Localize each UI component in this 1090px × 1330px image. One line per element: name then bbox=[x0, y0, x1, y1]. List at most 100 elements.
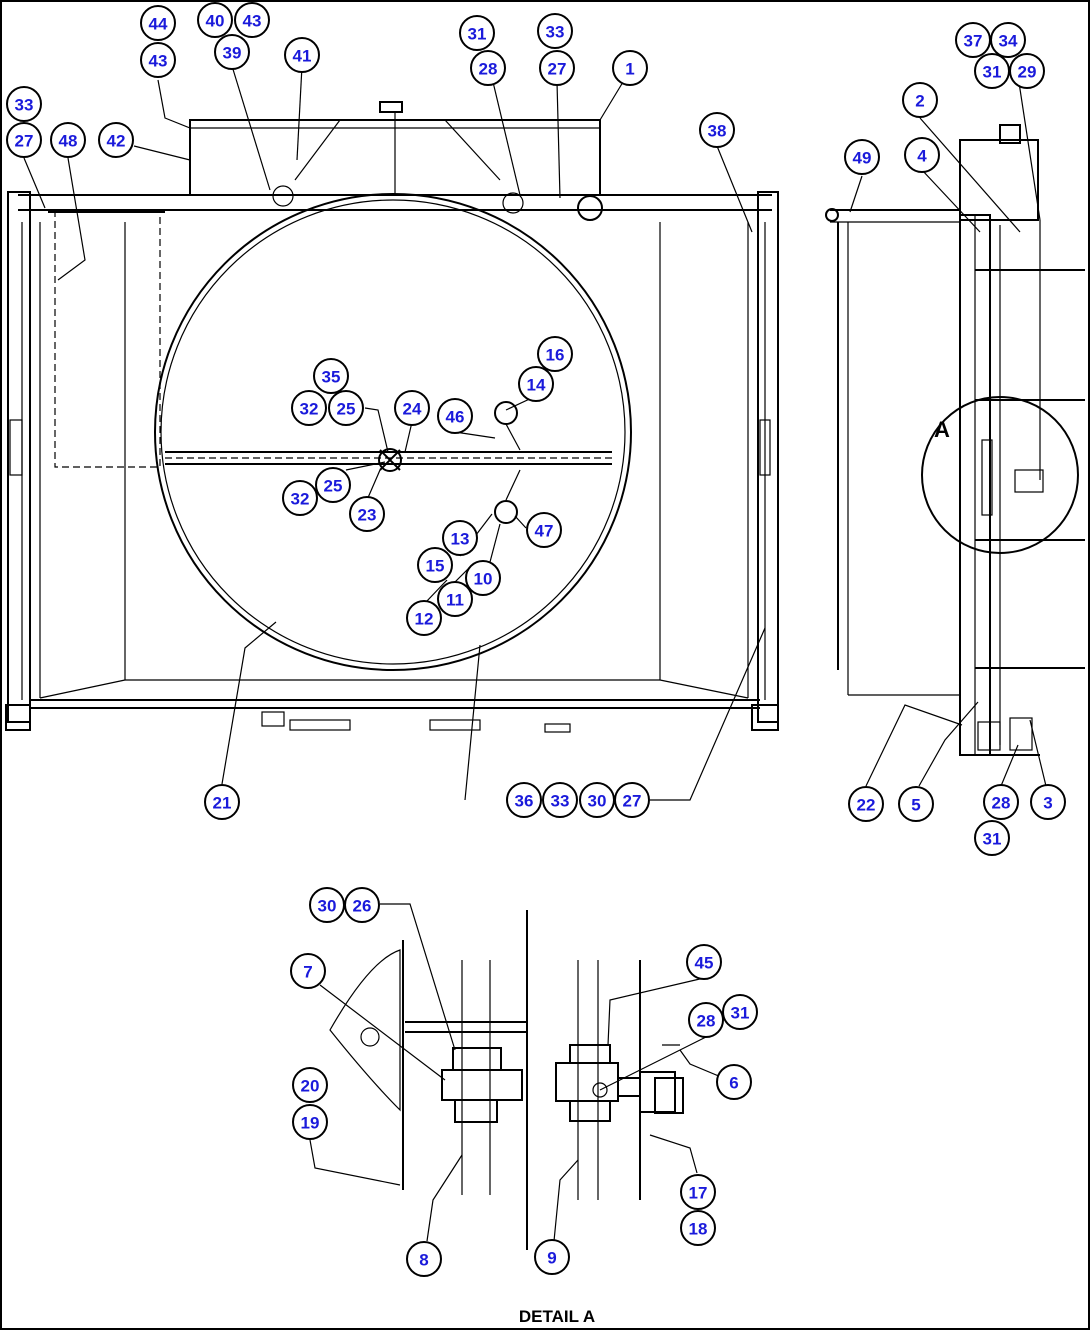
callout-circle bbox=[722, 994, 758, 1030]
callout-number: 43 bbox=[149, 52, 168, 71]
callout-bubble: 7 bbox=[290, 953, 326, 989]
callout-bubble: 11 bbox=[437, 581, 473, 617]
callout-circle bbox=[437, 581, 473, 617]
callout-circle bbox=[898, 786, 934, 822]
callout-circle bbox=[526, 512, 562, 548]
callout-number: 31 bbox=[468, 25, 487, 44]
callout-number: 43 bbox=[243, 12, 262, 31]
callout-circle bbox=[292, 1067, 328, 1103]
callout-bubble: 37 bbox=[955, 22, 991, 58]
callout-bubble: 27 bbox=[614, 782, 650, 818]
callout-circle bbox=[699, 112, 735, 148]
callout-bubble: 13 bbox=[442, 520, 478, 556]
front-view bbox=[5, 101, 779, 733]
detail-a-view bbox=[329, 910, 684, 1250]
callout-bubble: 19 bbox=[292, 1104, 328, 1140]
callout-bubble: 3 bbox=[1030, 784, 1066, 820]
view-letter-a: A bbox=[934, 417, 950, 442]
callout-bubble: 28 bbox=[470, 50, 506, 86]
callout-circle bbox=[465, 560, 501, 596]
callout-number: 23 bbox=[358, 506, 377, 525]
callout-number: 44 bbox=[149, 15, 168, 34]
callout-bubble: 45 bbox=[686, 944, 722, 980]
callout-bubble: 2 bbox=[902, 82, 938, 118]
callout-circle bbox=[539, 50, 575, 86]
callout-bubble: 20 bbox=[292, 1067, 328, 1103]
callout-number: 5 bbox=[911, 796, 920, 815]
callout-number: 39 bbox=[223, 44, 242, 63]
callout-bubble: 31 bbox=[722, 994, 758, 1030]
callout-circle bbox=[614, 782, 650, 818]
callout-circle bbox=[313, 358, 349, 394]
callout-number: 26 bbox=[353, 897, 372, 916]
callout-circle bbox=[534, 1239, 570, 1275]
callout-circle bbox=[6, 122, 42, 158]
callout-number: 33 bbox=[15, 96, 34, 115]
callout-number: 36 bbox=[515, 792, 534, 811]
callout-number: 7 bbox=[303, 963, 312, 982]
callout-circle bbox=[197, 2, 233, 38]
callout-bubble: 12 bbox=[406, 600, 442, 636]
callout-circle bbox=[1009, 53, 1045, 89]
callout-circle bbox=[518, 366, 554, 402]
callout-bubble: 25 bbox=[315, 467, 351, 503]
callout-circle bbox=[506, 782, 542, 818]
callout-circle bbox=[6, 86, 42, 122]
callout-circle bbox=[537, 13, 573, 49]
callout-bubble: 31 bbox=[974, 53, 1010, 89]
callout-number: 4 bbox=[917, 147, 927, 166]
callout-circle bbox=[542, 782, 578, 818]
detail-caption: DETAIL A bbox=[519, 1307, 595, 1326]
callout-number: 42 bbox=[107, 132, 126, 151]
callout-circle bbox=[291, 390, 327, 426]
callout-circle bbox=[417, 547, 453, 583]
callout-bubble: 28 bbox=[983, 784, 1019, 820]
callout-bubble: 39 bbox=[214, 34, 250, 70]
callout-number: 31 bbox=[983, 63, 1002, 82]
callout-bubble: 30 bbox=[309, 887, 345, 923]
callout-bubble: 6 bbox=[716, 1064, 752, 1100]
callout-bubble: 24 bbox=[394, 390, 430, 426]
callout-bubble: 43 bbox=[140, 42, 176, 78]
callout-number: 25 bbox=[337, 400, 356, 419]
callout-circle bbox=[214, 34, 250, 70]
callout-number: 28 bbox=[697, 1012, 716, 1031]
callout-number: 16 bbox=[546, 346, 565, 365]
callout-number: 32 bbox=[300, 400, 319, 419]
callout-circle bbox=[284, 37, 320, 73]
callout-number: 31 bbox=[731, 1004, 750, 1023]
callout-number: 22 bbox=[857, 796, 876, 815]
callout-bubble: 38 bbox=[699, 112, 735, 148]
callout-number: 34 bbox=[999, 32, 1018, 51]
callout-bubble: 18 bbox=[680, 1210, 716, 1246]
callout-circle bbox=[406, 1241, 442, 1277]
side-view bbox=[825, 124, 1085, 756]
callout-bubble: 42 bbox=[98, 122, 134, 158]
callout-number: 17 bbox=[689, 1184, 708, 1203]
callout-number: 28 bbox=[479, 60, 498, 79]
callout-number: 28 bbox=[992, 794, 1011, 813]
callout-circle bbox=[537, 336, 573, 372]
callout-number: 30 bbox=[318, 897, 337, 916]
callout-number: 33 bbox=[551, 792, 570, 811]
callout-bubble: 46 bbox=[437, 398, 473, 434]
callout-bubble: 33 bbox=[537, 13, 573, 49]
callout-bubble: 47 bbox=[526, 512, 562, 548]
callout-bubble: 8 bbox=[406, 1241, 442, 1277]
callout-circle bbox=[983, 784, 1019, 820]
callout-bubble: 1 bbox=[612, 50, 648, 86]
callout-number: 12 bbox=[415, 610, 434, 629]
callout-number: 14 bbox=[527, 376, 546, 395]
callout-number: 32 bbox=[291, 490, 310, 509]
callout-bubble: 27 bbox=[6, 122, 42, 158]
callout-circle bbox=[50, 122, 86, 158]
callout-bubble: 4 bbox=[904, 137, 940, 173]
callout-circle bbox=[459, 15, 495, 51]
callout-number: 25 bbox=[324, 477, 343, 496]
callout-circle bbox=[290, 953, 326, 989]
callout-circle bbox=[98, 122, 134, 158]
callout-bubble: 16 bbox=[537, 336, 573, 372]
callout-circle bbox=[974, 820, 1010, 856]
